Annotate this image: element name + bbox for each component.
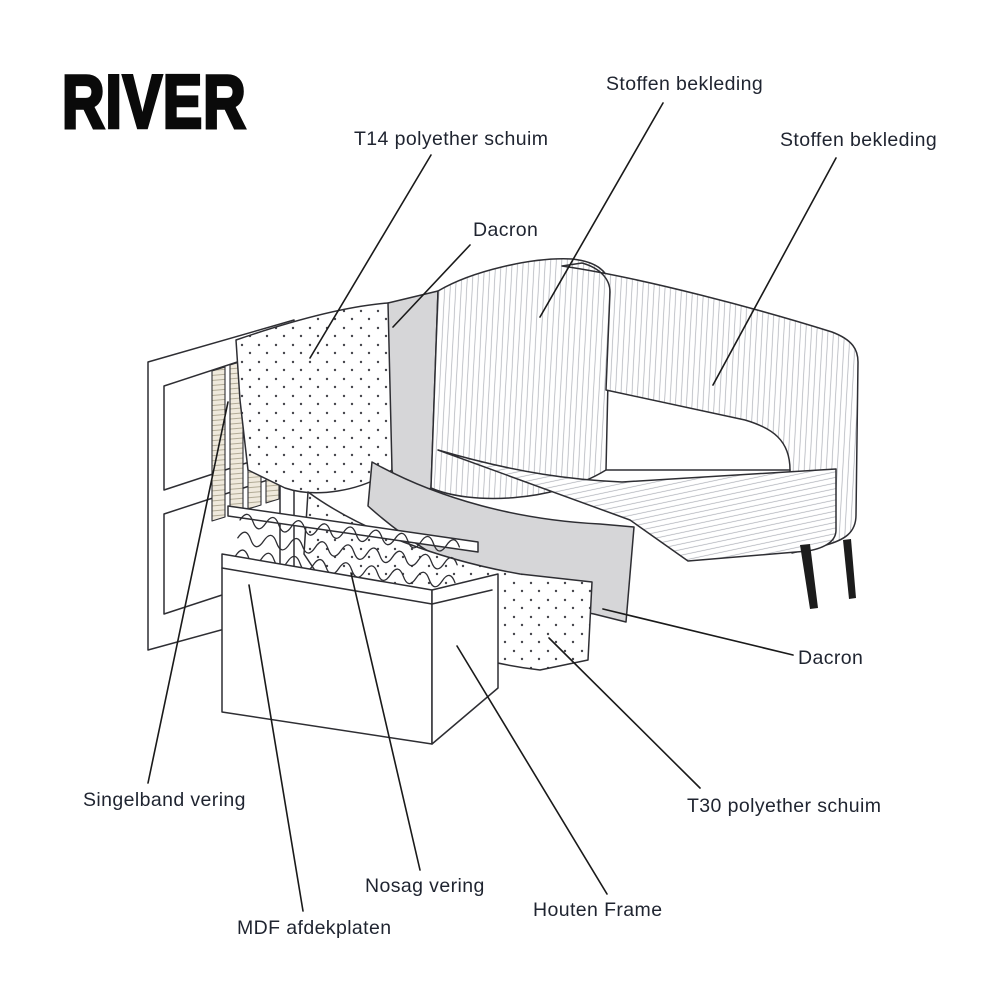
label-stoffen-bekleding-arm: Stoffen bekleding — [780, 129, 938, 151]
sofa-illustration — [147, 258, 859, 745]
label-t30-polyether-schuim: T30 polyether schuim — [687, 795, 882, 817]
label-mdf-afdekplaten: MDF afdekplaten — [237, 917, 392, 939]
label-houten-frame: Houten Frame — [533, 899, 663, 921]
leader-line-nosag-vering — [350, 572, 421, 871]
back-dacron-layer — [387, 290, 439, 495]
leader-line-dacron-back — [392, 244, 471, 328]
label-stoffen-bekleding-back: Stoffen bekleding — [606, 73, 764, 95]
backrest-fabric — [430, 258, 611, 500]
armrest-fabric — [561, 262, 859, 554]
label-nosag-vering: Nosag vering — [365, 875, 485, 897]
leader-line-mdf-afdekplaten — [248, 584, 304, 912]
leader-line-t14-polyether-schuim — [309, 154, 432, 359]
leader-line-singelband-vering — [147, 401, 229, 784]
label-t14-polyether-schuim: T14 polyether schuim — [354, 128, 549, 150]
label-dacron-back: Dacron — [473, 219, 539, 241]
leader-line-t30-polyether-schuim — [548, 637, 701, 789]
leader-line-stoffen-bekleding-back — [539, 102, 664, 318]
label-singelband-vering: Singelband vering — [83, 789, 246, 811]
brand-logo: RIVER — [61, 57, 247, 145]
leader-line-stoffen-bekleding-arm — [712, 157, 837, 386]
leader-line-dacron-seat — [602, 608, 794, 656]
leader-line-houten-frame — [456, 645, 608, 895]
sofa-legs — [800, 539, 856, 609]
leader-lines — [147, 102, 837, 912]
label-dacron-seat: Dacron — [798, 647, 864, 669]
seat-cushion-fabric — [437, 449, 837, 562]
